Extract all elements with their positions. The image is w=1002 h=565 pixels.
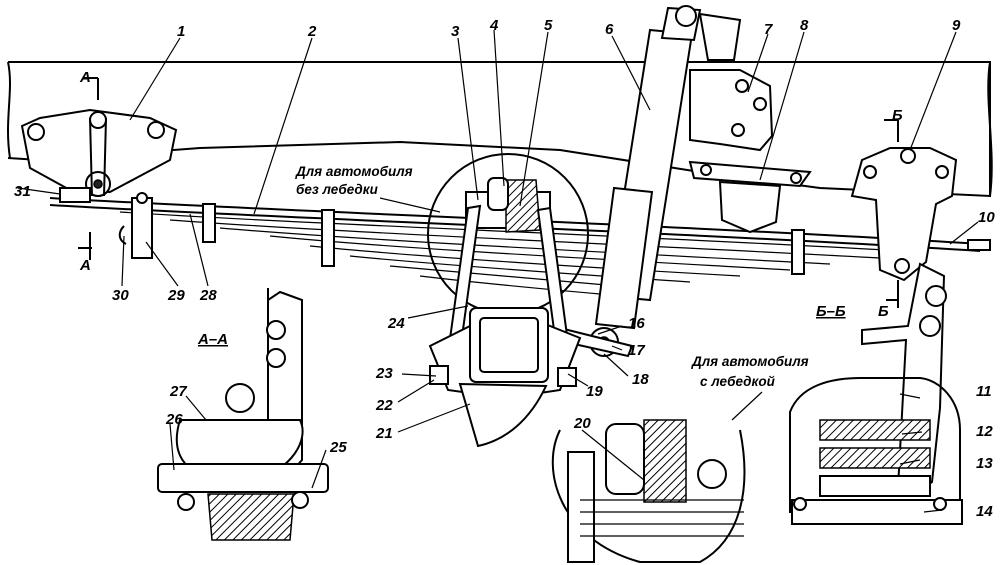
label-7: 7 (764, 21, 773, 38)
marker-b-bottom: Б (878, 303, 889, 320)
marker-b-top: Б (892, 107, 903, 124)
label-28: 28 (199, 287, 217, 304)
label-19: 19 (586, 383, 603, 400)
label-1: 1 (177, 23, 185, 40)
label-23: 23 (375, 365, 393, 382)
shackle (59, 187, 153, 259)
bumper-bracket (688, 69, 812, 234)
axle-assembly (428, 204, 582, 448)
label-10: 10 (978, 209, 995, 226)
marker-a-top: А (79, 69, 91, 86)
detail-circle-lower (551, 419, 746, 563)
label-3: 3 (451, 23, 460, 40)
label-13: 13 (976, 455, 993, 472)
section-title-b-b: Б–Б (816, 303, 846, 320)
label-8: 8 (800, 17, 809, 34)
note-no-winch-line1: Для автомобиля (295, 164, 413, 179)
label-16: 16 (628, 315, 645, 332)
label-31: 31 (14, 183, 31, 200)
label-12: 12 (976, 423, 993, 440)
label-18: 18 (632, 371, 649, 388)
label-25: 25 (329, 439, 347, 456)
label-21: 21 (375, 425, 393, 442)
section-title-a-a: А–А (197, 331, 228, 348)
label-30: 30 (112, 287, 129, 304)
section-markers: А А Б Б А–А Б–Б (79, 69, 903, 348)
note-with-winch-line1: Для автомобиля (691, 354, 809, 369)
label-26: 26 (165, 411, 183, 428)
notes: Для автомобиля без лебедки Для автомобил… (295, 164, 809, 389)
label-29: 29 (167, 287, 185, 304)
label-27: 27 (169, 383, 187, 400)
label-5: 5 (544, 17, 553, 34)
note-with-winch-line2: с лебедкой (700, 374, 776, 389)
label-11: 11 (976, 383, 992, 400)
label-numbers: 1 2 3 4 5 6 7 8 9 10 11 12 13 14 16 17 1… (14, 17, 995, 520)
section-a-a (157, 288, 329, 541)
marker-a-bottom: А (79, 257, 91, 274)
label-20: 20 (573, 415, 591, 432)
leader-lines (17, 29, 979, 513)
rear-bracket (850, 119, 991, 308)
label-4: 4 (489, 17, 499, 34)
label-2: 2 (307, 23, 317, 40)
label-17: 17 (628, 342, 645, 359)
front-bracket (20, 77, 178, 260)
note-no-winch-line2: без лебедки (296, 182, 379, 197)
label-6: 6 (605, 21, 614, 38)
section-b-b (789, 262, 963, 525)
label-24: 24 (387, 315, 405, 332)
label-14: 14 (976, 503, 993, 520)
label-9: 9 (952, 17, 961, 34)
label-22: 22 (375, 397, 393, 414)
shock-absorber (554, 5, 742, 358)
